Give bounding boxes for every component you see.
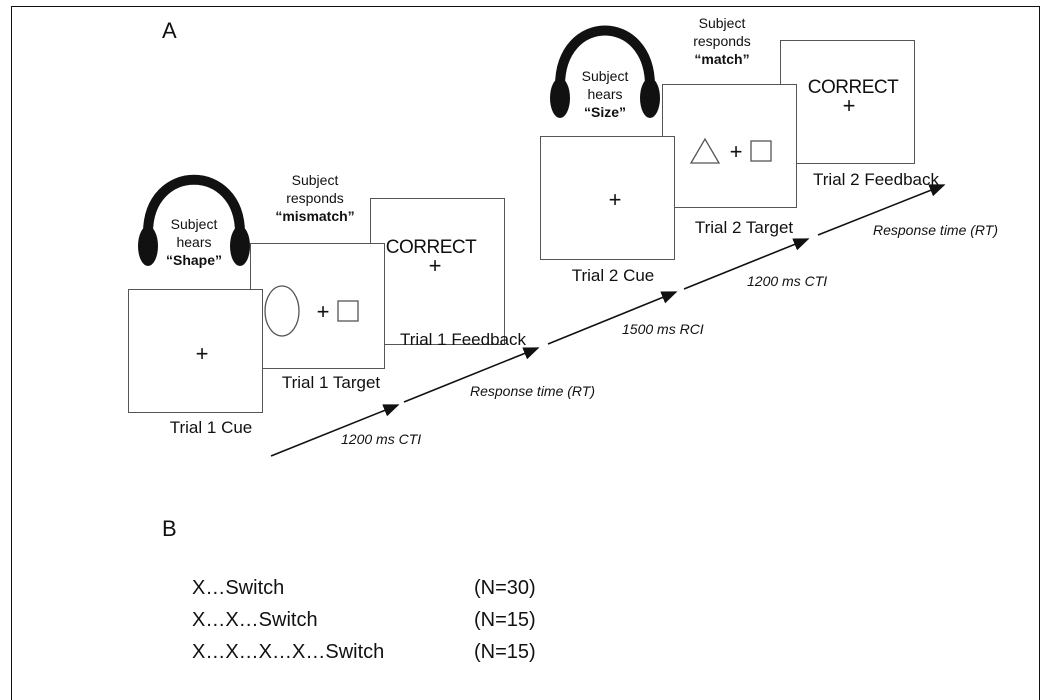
trial1-cue-fixation: + — [195, 341, 209, 366]
square-shape — [337, 300, 359, 322]
trial2-responds-line1: Subject — [698, 15, 746, 31]
trial2-hears-line1: Subject — [581, 68, 629, 84]
trial2-feedback-fixation: + — [842, 93, 856, 118]
trial2-responds-word: “match” — [694, 51, 750, 67]
trial2-cue-screen: + — [540, 136, 675, 260]
trial1-hears-callout: Subject hears “Shape” — [166, 215, 222, 269]
trial1-responds-word: “mismatch” — [275, 208, 355, 224]
trial2-target-stimuli — [689, 137, 772, 164]
timeline-rci: 1500 ms RCI — [622, 321, 704, 337]
timeline-rt-1: Response time (RT) — [470, 383, 596, 399]
trial1-cue-screen: + — [128, 289, 263, 413]
trial2-hears-callout: Subject hears “Size” — [582, 67, 629, 121]
triangle-shape — [689, 137, 721, 164]
trial2-cue-fixation: + — [608, 187, 622, 212]
trial1-feedback-fixation: + — [428, 253, 442, 278]
sequence-n-2: (N=15) — [474, 609, 536, 631]
timeline-cti-2: 1200 ms CTI — [747, 273, 828, 289]
sequence-label-3: X…X…X…X…Switch — [192, 641, 385, 663]
trial2-target-screen: + — [662, 84, 797, 208]
sequence-n-1: (N=30) — [474, 577, 536, 599]
trial1-cue-caption: Trial 1 Cue — [169, 418, 253, 437]
timeline-rt-2: Response time (RT) — [873, 222, 999, 238]
trial2-cue-caption: Trial 2 Cue — [571, 266, 655, 285]
timeline-cti-1: 1200 ms CTI — [341, 431, 422, 447]
square-shape — [750, 140, 772, 162]
sequence-label-2: X…X…Switch — [192, 609, 318, 631]
trial2-target-caption: Trial 2 Target — [694, 218, 794, 237]
trial1-feedback-caption: Trial 1 Feedback — [400, 330, 526, 349]
trial1-feedback-text: CORRECT — [385, 237, 477, 258]
trial1-hears-word: “Shape” — [165, 252, 223, 268]
trial1-responds-line1: Subject — [291, 172, 339, 188]
circle-shape — [264, 285, 300, 337]
trial1-hears-line1: Subject — [170, 216, 218, 232]
trial2-hears-word: “Size” — [583, 104, 627, 120]
trial1-target-screen: + — [250, 243, 385, 369]
trial2-feedback-text: CORRECT — [807, 77, 899, 98]
trial2-feedback-caption: Trial 2 Feedback — [813, 170, 939, 189]
trial2-target-fixation: + — [729, 139, 743, 164]
trial1-target-stimuli — [264, 285, 359, 337]
trial1-target-caption: Trial 1 Target — [281, 373, 381, 392]
sequence-n-3: (N=15) — [474, 641, 536, 663]
panel-b-label: B — [162, 516, 177, 541]
trial2-responds-line2: responds — [693, 33, 751, 49]
trial1-responds-callout: Subject responds “mismatch” — [275, 171, 354, 225]
trial2-responds-callout: Subject responds “match” — [693, 14, 751, 68]
trial2-feedback-screen: CORRECT + — [780, 40, 915, 164]
sequence-label-1: X…Switch — [192, 577, 285, 599]
panel-a-label: A — [162, 18, 177, 43]
trial1-target-fixation: + — [316, 299, 330, 324]
trial1-feedback-screen: CORRECT + — [370, 198, 505, 345]
trial1-hears-line2: hears — [176, 234, 212, 250]
trial2-hears-line2: hears — [587, 86, 623, 102]
trial1-responds-line2: responds — [286, 190, 344, 206]
figure-frame — [11, 6, 1040, 700]
